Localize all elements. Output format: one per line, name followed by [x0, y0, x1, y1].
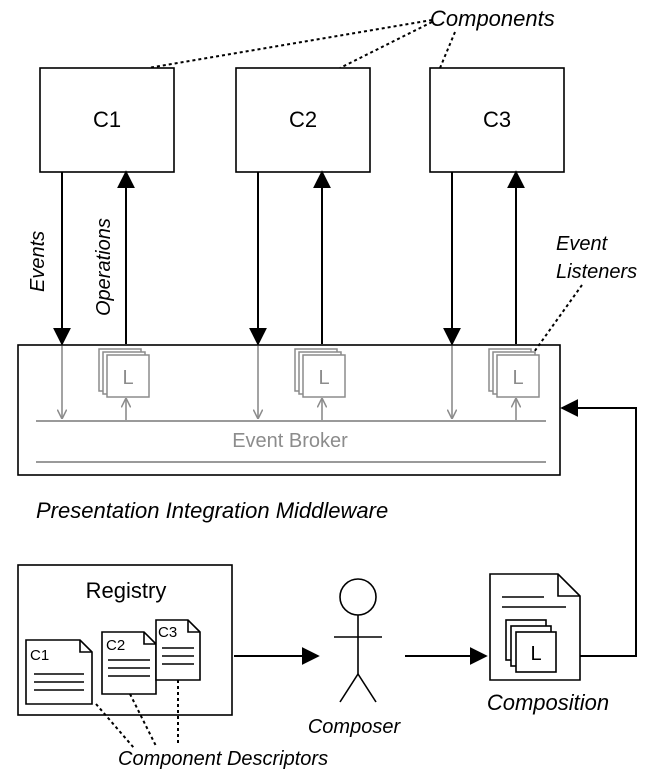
events-label: Events	[27, 231, 49, 292]
broker-inner-flows	[62, 346, 516, 420]
composition-doc[interactable]: L	[489, 573, 581, 681]
middleware-label: Presentation Integration Middleware	[36, 498, 388, 523]
descriptor-doc-c1: C1	[25, 639, 93, 705]
listener-c3-label: L	[512, 367, 523, 389]
component-arrows	[53, 170, 525, 346]
listener-c1-label: L	[122, 367, 133, 389]
component-c3[interactable]: C3	[429, 67, 565, 173]
component-c3-label: C3	[483, 107, 511, 132]
descriptor-c2-label: C2	[106, 637, 125, 654]
component-c2[interactable]: C2	[235, 67, 371, 173]
composition-label: Composition	[487, 690, 609, 715]
components-label: Components	[430, 6, 555, 31]
composer-label: Composer	[308, 716, 402, 738]
descriptor-doc-c2: C2	[101, 631, 157, 695]
event-listeners-label-line2: Listeners	[556, 261, 637, 283]
component-descriptors-label: Component Descriptors	[118, 748, 328, 770]
middleware-box	[17, 344, 561, 476]
descriptor-c3-label: C3	[158, 624, 177, 641]
listener-stack-c3: L	[488, 348, 540, 398]
event-listeners-leader	[533, 284, 583, 353]
descriptors-leaders	[95, 680, 179, 749]
composition-to-middleware-arrow	[560, 399, 637, 657]
components-leaders	[147, 19, 456, 69]
component-c1-label: C1	[93, 107, 121, 132]
component-c2-label: C2	[289, 107, 317, 132]
composer-icon[interactable]	[334, 578, 382, 703]
operations-label: Operations	[93, 218, 115, 316]
descriptor-c1-label: C1	[30, 647, 49, 664]
listener-stack-c1: L	[98, 348, 150, 398]
event-broker-label: Event Broker	[232, 430, 348, 452]
registry-label: Registry	[86, 578, 167, 603]
component-c1[interactable]: C1	[39, 67, 175, 173]
composition-listener-label: L	[530, 643, 541, 665]
descriptor-doc-c3: C3	[155, 619, 201, 681]
event-listeners-label-line1: Event	[556, 233, 609, 255]
listener-stack-c2: L	[294, 348, 346, 398]
listener-c2-label: L	[318, 367, 329, 389]
